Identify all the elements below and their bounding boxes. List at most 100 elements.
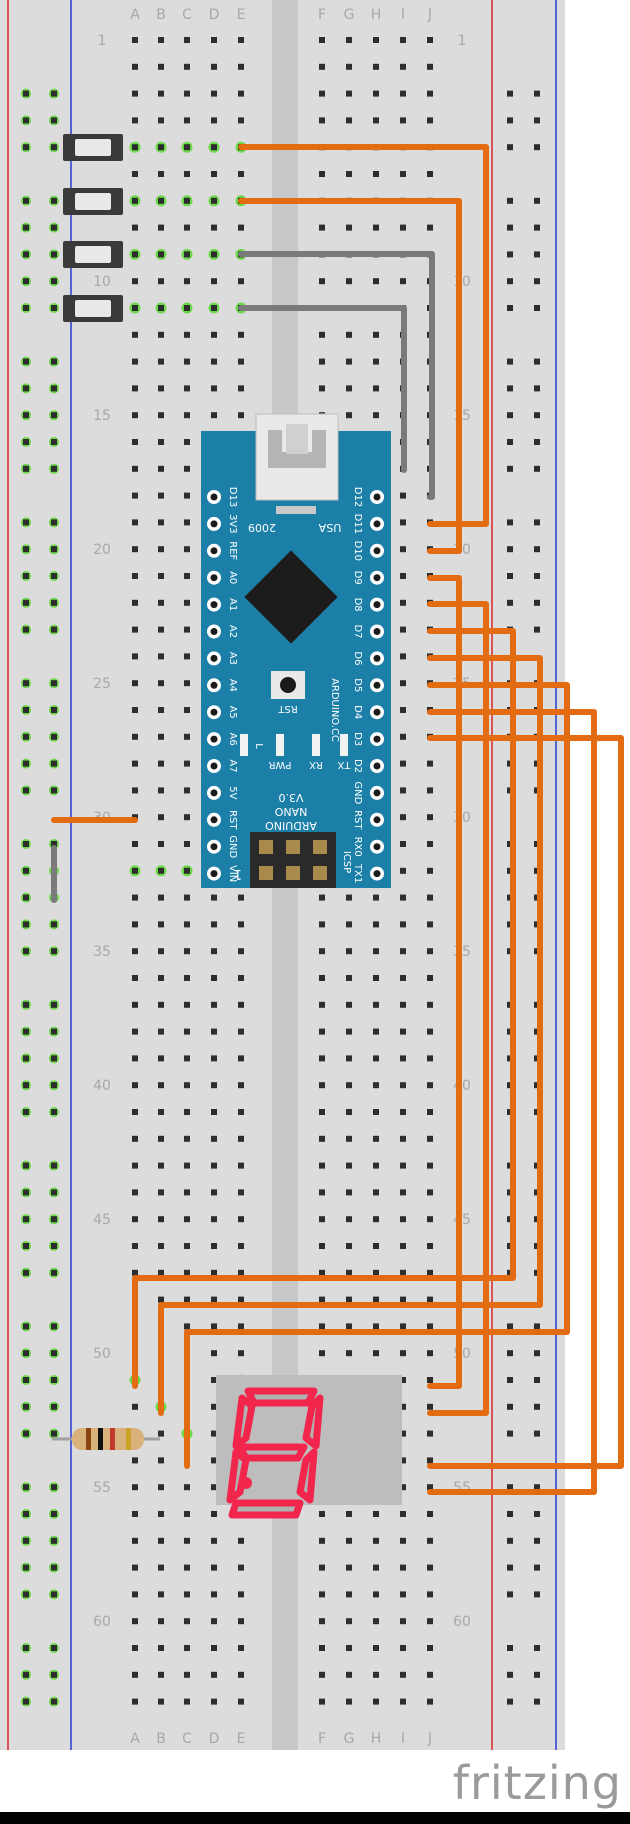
pin-hole: [210, 870, 218, 878]
breadboard-hole: [238, 1216, 244, 1223]
breadboard-hole: [211, 1216, 217, 1223]
rail-hole: [51, 305, 57, 311]
rail-hole: [507, 1698, 513, 1705]
usb-connector: [255, 413, 339, 514]
breadboard-hole: [184, 1296, 190, 1303]
wire-orange[interactable]: [427, 601, 489, 1416]
breadboard-hole: [132, 331, 138, 338]
breadboard-hole: [238, 1618, 244, 1625]
breadboard-hole: [132, 358, 138, 365]
breadboard-hole: [158, 733, 164, 740]
pushbutton-4[interactable]: [63, 295, 123, 322]
breadboard-hole: [400, 1698, 406, 1705]
seven-segment-display[interactable]: [216, 1375, 402, 1519]
breadboard-hole: [211, 1511, 217, 1517]
rail-hole: [23, 1162, 29, 1169]
pin-hole: [210, 708, 218, 716]
rail-hole: [534, 1350, 540, 1357]
rail-hole: [51, 1028, 57, 1035]
breadboard-hole: [211, 975, 217, 981]
breadboard-hole: [211, 1430, 217, 1437]
pin-hole: [373, 574, 381, 582]
breadboard-hole: [400, 546, 406, 553]
breadboard-hole: [427, 1135, 433, 1142]
rail-hole: [534, 412, 540, 419]
breadboard-hole: [184, 117, 190, 124]
breadboard-hole: [184, 841, 190, 847]
breadboard-hole: [158, 1269, 164, 1276]
pushbutton-2[interactable]: [63, 188, 123, 215]
wire-orange[interactable]: [184, 682, 570, 1469]
column-label: B: [156, 7, 166, 23]
column-label: E: [237, 7, 246, 23]
wire-orange[interactable]: [132, 628, 516, 1389]
breadboard-hole: [319, 894, 325, 901]
rail-hole: [51, 760, 57, 767]
breadboard-hole: [346, 63, 352, 70]
breadboard-hole: [132, 1484, 138, 1491]
pin-label: D8: [352, 598, 363, 612]
reset-button[interactable]: [271, 671, 305, 699]
wire-orange[interactable]: [427, 709, 597, 1495]
pushbutton-3[interactable]: [63, 241, 123, 268]
pin-label: D9: [352, 571, 363, 585]
pin-hole: [210, 843, 218, 851]
breadboard-hole: [132, 707, 138, 713]
rail-hole: [534, 573, 540, 579]
rail-hole: [534, 251, 540, 258]
breadboard-hole: [346, 1564, 352, 1571]
breadboard-hole: [319, 1645, 325, 1651]
wire-orange[interactable]: [427, 735, 624, 1469]
rail-hole: [51, 546, 57, 553]
arduino-text-rst: RST: [277, 703, 297, 714]
breadboard-hole: [319, 1216, 325, 1223]
pin-hole: [210, 654, 218, 662]
breadboard-hole: [132, 1243, 138, 1249]
led-label-l: L: [253, 743, 264, 749]
resistor[interactable]: [52, 1428, 160, 1450]
arduino-nano[interactable]: D133V3REFA0A1A2A3A4A5A6A75VRSTGNDVIND12D…: [201, 413, 391, 888]
wire-orange[interactable]: [158, 655, 543, 1416]
breadboard-hole: [211, 1269, 217, 1276]
breadboard-hole: [211, 331, 217, 338]
breadboard-hole: [132, 787, 138, 794]
rail-hole: [51, 1511, 57, 1517]
pushbutton-1[interactable]: [63, 134, 123, 161]
pin-label: GND: [352, 781, 363, 804]
rail-hole: [507, 1430, 513, 1437]
wire-orange[interactable]: [427, 575, 462, 1389]
breadboard-hole: [400, 573, 406, 579]
breadboard-hole: [184, 1055, 190, 1062]
breadboard-hole: [400, 1162, 406, 1169]
rail-hole: [534, 197, 540, 204]
rail-hole: [507, 546, 513, 553]
breadboard-hole: [132, 573, 138, 579]
column-label: D: [209, 1731, 220, 1747]
breadboard-hole: [346, 331, 352, 338]
wire-orange[interactable]: [238, 198, 462, 554]
column-label: C: [182, 1731, 192, 1747]
breadboard-hole: [238, 1109, 244, 1115]
pin-hole: [210, 547, 218, 555]
wire-gray[interactable]: [238, 305, 407, 473]
breadboard-hole: [158, 653, 164, 660]
pin-label: VIN: [227, 865, 238, 882]
breadboard-hole: [238, 1323, 244, 1330]
breadboard-hole: [373, 1269, 379, 1276]
breadboard-hole: [373, 1055, 379, 1062]
breadboard-hole: [427, 921, 433, 928]
breadboard-hole: [211, 1698, 217, 1705]
rail-hole: [534, 1511, 540, 1517]
wire-gray[interactable]: [238, 251, 435, 500]
pin-hole: [373, 735, 381, 743]
breadboard-hole: [211, 358, 217, 365]
breadboard-hole: [319, 385, 325, 392]
rail-hole: [23, 305, 29, 311]
breadboard-hole: [238, 975, 244, 981]
rail-hole: [23, 680, 29, 687]
rail-hole: [51, 841, 57, 847]
breadboard-hole: [211, 1028, 217, 1035]
breadboard-hole: [158, 492, 164, 499]
breadboard-hole: [400, 1028, 406, 1035]
column-label: A: [130, 1731, 140, 1747]
